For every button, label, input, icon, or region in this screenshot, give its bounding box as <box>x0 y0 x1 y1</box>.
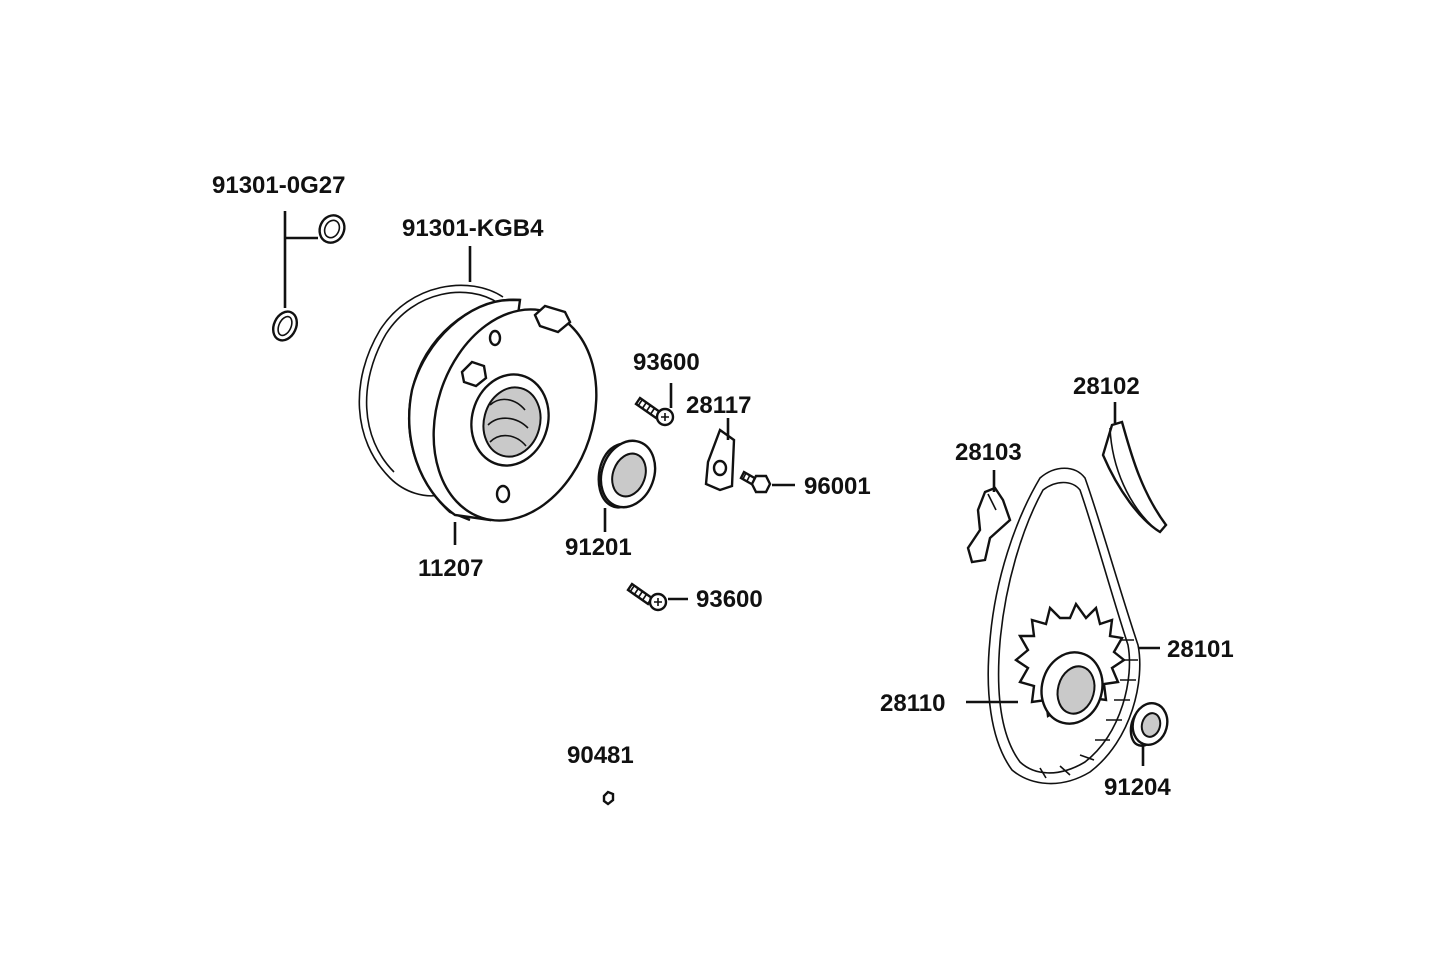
bolt-label: 96001 <box>804 473 871 500</box>
sprocket-label: 28110 <box>880 690 945 717</box>
screw-lower-label: 93600 <box>696 586 763 613</box>
pin-part[interactable] <box>602 790 615 806</box>
chain-part[interactable] <box>987 467 1141 785</box>
chain-guide-part[interactable] <box>1101 420 1168 534</box>
washer-label: 91204 <box>1104 774 1171 801</box>
oil-pump-label: 11207 <box>418 555 483 582</box>
pin-label: 90481 <box>567 742 634 769</box>
o-ring-large-label: 91301-KGB4 <box>402 215 544 242</box>
plate-part[interactable] <box>704 428 736 492</box>
washer-part[interactable] <box>1128 699 1172 748</box>
bolt-part[interactable] <box>739 470 772 494</box>
o-ring-small-label: 91301-0G27 <box>212 172 345 199</box>
tensioner-part[interactable] <box>966 486 1012 564</box>
o-ring-small-leader <box>283 211 318 308</box>
chain-label: 28101 <box>1167 636 1234 663</box>
oil-seal-label: 91201 <box>565 534 632 561</box>
screw-lower-part[interactable] <box>626 582 668 612</box>
oil-pump-part[interactable] <box>407 288 622 542</box>
sprocket-part[interactable] <box>1013 601 1127 731</box>
plate-label: 28117 <box>686 392 751 419</box>
screw-upper-part[interactable] <box>634 396 675 427</box>
o-ring-small-part[interactable] <box>269 211 349 344</box>
tensioner-label: 28103 <box>955 439 1022 466</box>
o-ring-large-part[interactable] <box>358 284 504 497</box>
oil-seal-part[interactable] <box>592 433 664 515</box>
screw-upper-label: 93600 <box>633 349 700 376</box>
chain-guide-label: 28102 <box>1073 373 1140 400</box>
